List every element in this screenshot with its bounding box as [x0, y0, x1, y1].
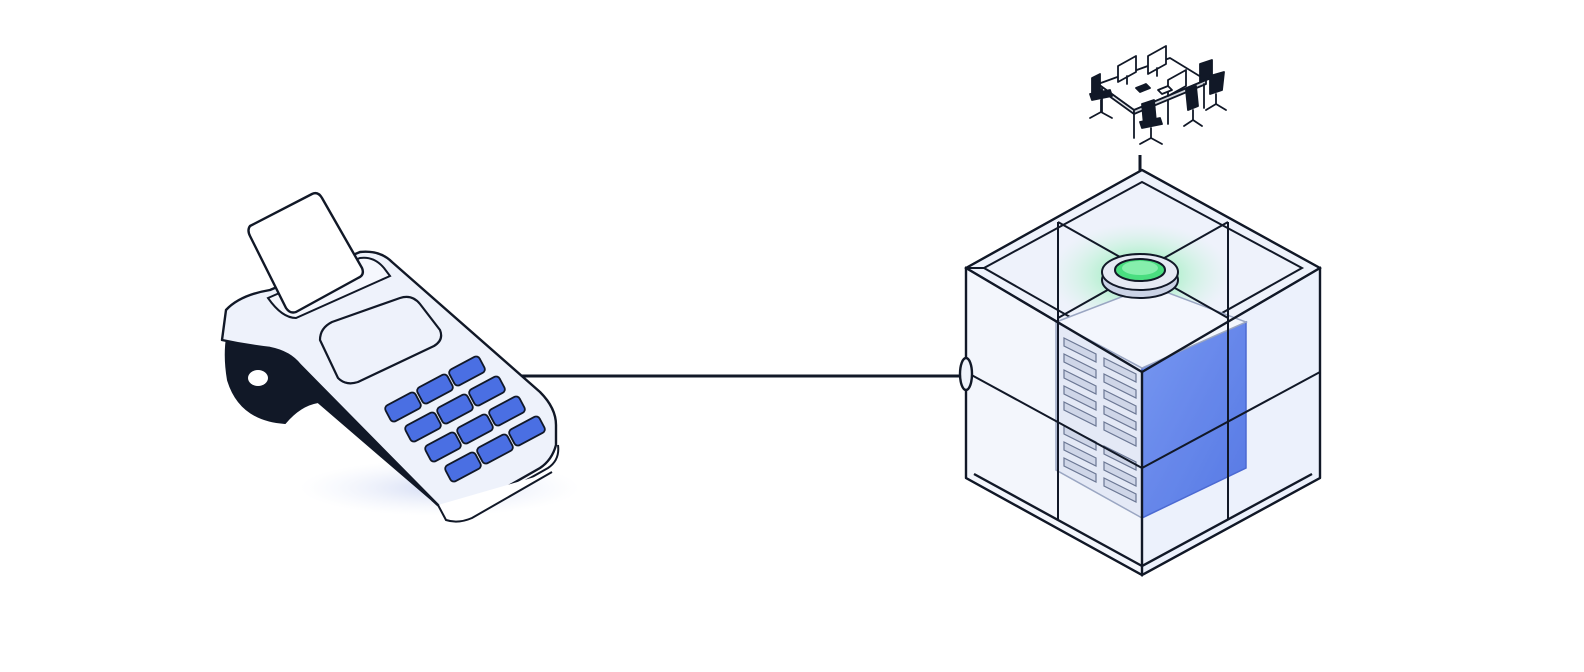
- office-desk-icon: [1089, 45, 1227, 145]
- keypad: [384, 355, 546, 483]
- server-rack: [1054, 285, 1248, 520]
- server-cube-icon: [958, 168, 1323, 577]
- card-terminal-icon: [220, 191, 580, 523]
- top-connector-ring: [1101, 253, 1179, 299]
- port-ring: [958, 356, 974, 392]
